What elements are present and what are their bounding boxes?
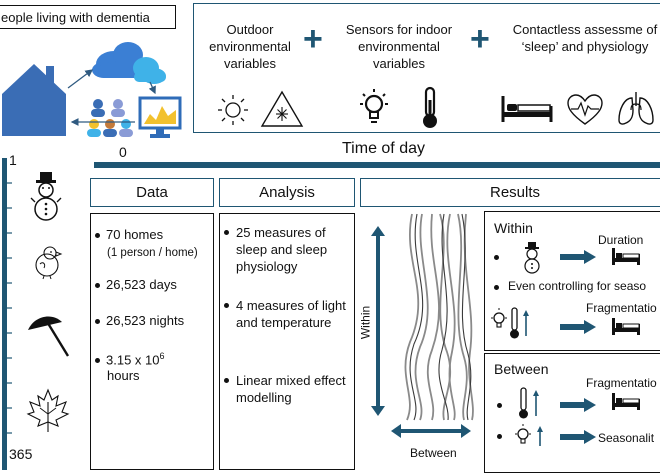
snowman-icon xyxy=(30,172,62,221)
within-results-title: Within xyxy=(494,220,533,236)
within-arrow-2 xyxy=(560,320,596,334)
results-header-label: Results xyxy=(489,184,541,201)
within-bullet-1 xyxy=(494,255,499,260)
within-arrow-1 xyxy=(560,250,596,264)
chick-icon xyxy=(35,246,63,280)
heart-rate-icon xyxy=(567,94,603,125)
between-axis-label: Between xyxy=(410,446,457,460)
house-icon xyxy=(2,64,66,136)
data-item-homes: 70 homes xyxy=(95,226,163,243)
between-bullet-2 xyxy=(497,434,502,439)
day-axis-end: 365 xyxy=(9,446,33,462)
light-bulb-icon xyxy=(360,89,388,123)
cloud-icon xyxy=(92,42,166,84)
data-header: Data xyxy=(90,178,214,207)
indoor-sensors-label: Sensors for indoor environmental variabl… xyxy=(345,22,453,71)
within-bed-icon-1 xyxy=(612,248,640,265)
within-outcome-duration: Duration xyxy=(598,233,644,247)
lungs-icon xyxy=(618,92,654,125)
time-axis-label: Time of day xyxy=(342,140,425,157)
results-header: Results xyxy=(360,178,660,207)
data-item-hours-tail: hours xyxy=(107,368,140,383)
sleep-assessment-label: Contactless assessme of ‘sleep’ and phys… xyxy=(512,22,658,54)
maple-leaf-icon xyxy=(26,388,70,432)
between-arrow-1 xyxy=(560,398,596,412)
monitor-chart-icon xyxy=(138,96,182,138)
within-bulb-thermo-icon xyxy=(491,307,529,339)
header-title-box: eople living with dementia xyxy=(0,5,176,29)
analysis-item-sleep: 25 measures of sleep and sleep physiolog… xyxy=(224,224,352,275)
within-results-box xyxy=(484,211,660,351)
plus-sign-2: + xyxy=(470,20,490,58)
beach-umbrella-icon xyxy=(28,316,70,357)
data-item-homes-sub: (1 person / home) xyxy=(107,247,198,259)
between-bed-icon xyxy=(612,393,640,410)
day-axis-line xyxy=(2,158,7,470)
thermometer-icon xyxy=(423,86,437,128)
between-outcome-fragmentation: Fragmentatio xyxy=(586,376,657,390)
day-axis-start: 1 xyxy=(9,152,17,168)
outdoor-variables-label: Outdoor environmental variables xyxy=(209,22,291,71)
wavy-trajectory-lines xyxy=(404,213,474,421)
within-axis-label: Within xyxy=(358,305,373,340)
flow-arrows xyxy=(67,69,156,126)
analysis-header: Analysis xyxy=(219,178,355,207)
people-group-icon xyxy=(87,99,133,137)
sun-icon xyxy=(218,95,248,125)
between-thermo-icon xyxy=(519,387,539,419)
between-bulb-icon xyxy=(515,424,543,446)
data-item-hours: 3.15 x 106 xyxy=(95,348,165,368)
data-header-label: Data xyxy=(136,184,168,201)
time-axis-line xyxy=(94,162,660,168)
within-arrow xyxy=(371,226,385,416)
day-axis-ticks xyxy=(4,182,12,434)
within-snowman-icon xyxy=(524,242,540,274)
data-item-days: 26,523 days xyxy=(95,276,177,293)
analysis-item-light: 4 measures of light and temperature xyxy=(224,297,352,331)
bed-icon xyxy=(501,96,553,122)
between-results-title: Between xyxy=(494,361,549,377)
between-arrow-2 xyxy=(560,430,596,444)
between-arrow xyxy=(391,424,471,438)
data-item-nights: 26,523 nights xyxy=(95,312,184,329)
plus-sign-1: + xyxy=(303,20,323,58)
within-bullet-2 xyxy=(494,285,499,290)
analysis-item-model: Linear mixed effect modelling xyxy=(224,372,352,406)
snow-warning-icon xyxy=(260,90,304,127)
within-bed-icon-2 xyxy=(612,318,640,335)
analysis-header-label: Analysis xyxy=(259,184,315,201)
within-control-text: Even controlling for seaso xyxy=(508,279,647,293)
header-title: eople living with dementia xyxy=(1,10,150,25)
between-outcome-seasonality: Seasonalit xyxy=(598,431,655,445)
between-bullet-1 xyxy=(497,403,502,408)
within-outcome-fragmentation: Fragmentatio xyxy=(586,301,657,315)
time-axis-zero: 0 xyxy=(119,144,127,160)
input-variables-box xyxy=(193,3,660,133)
